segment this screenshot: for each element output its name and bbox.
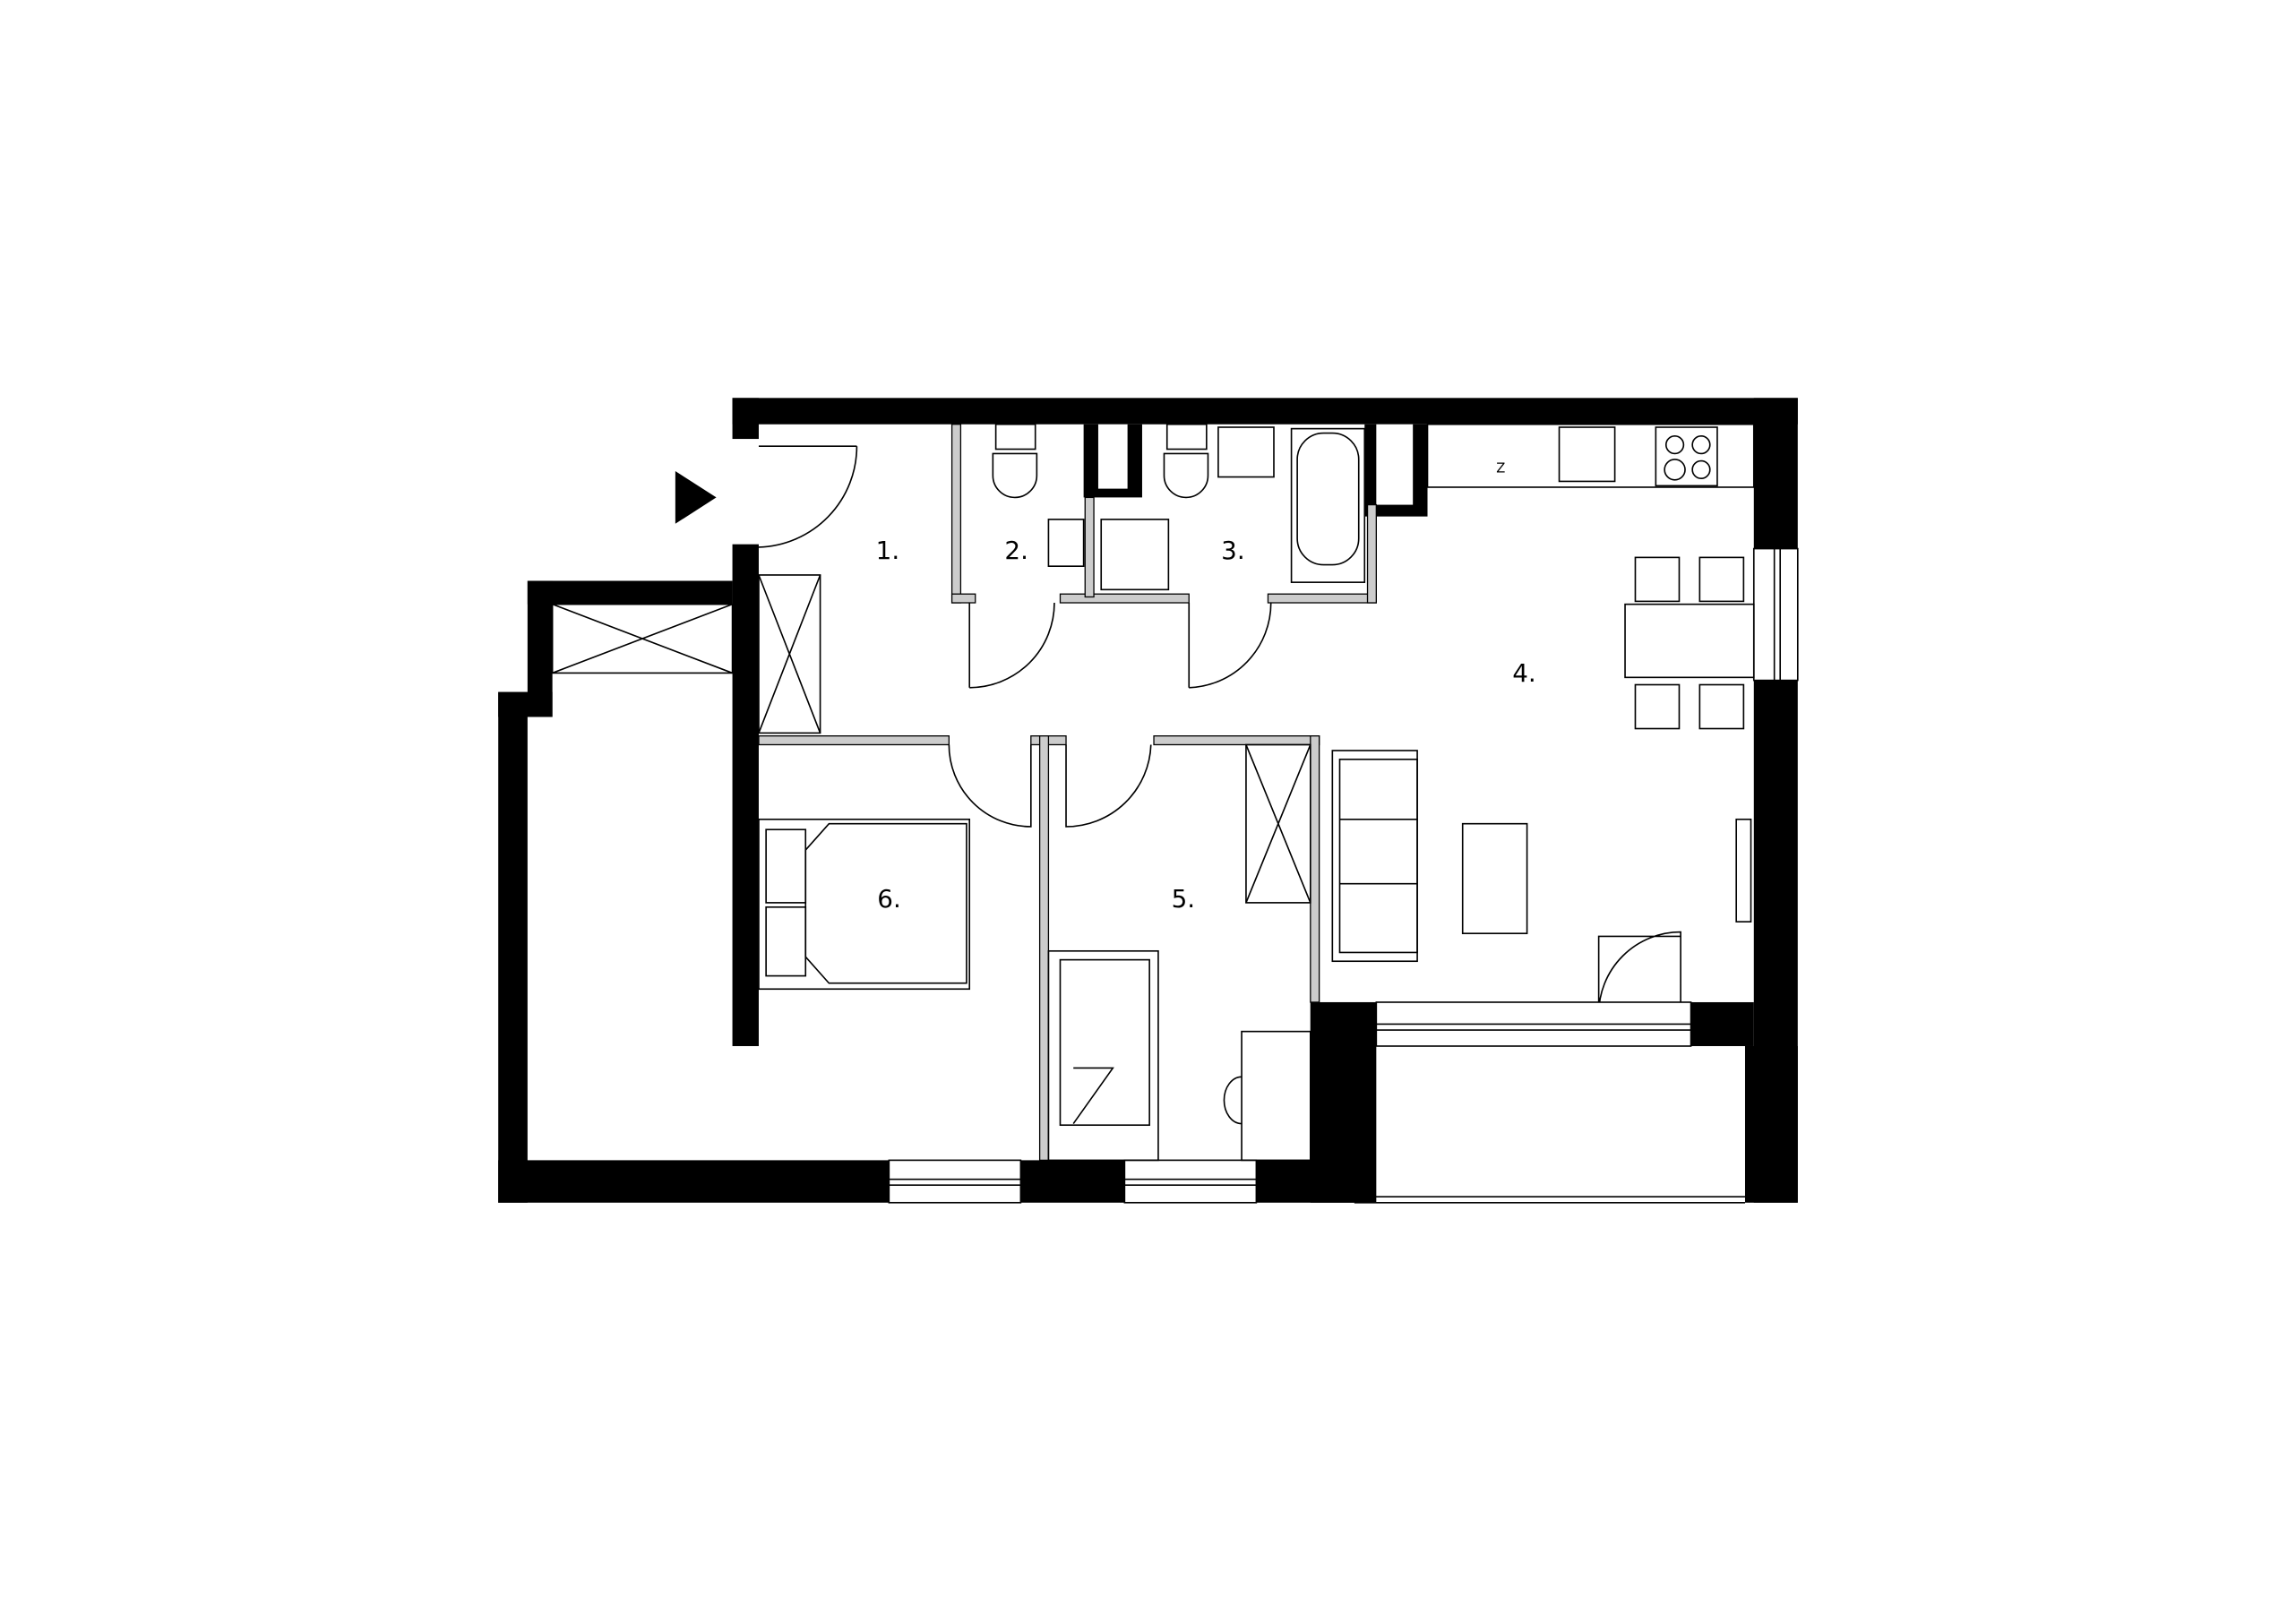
room-label-3: 3. <box>1221 536 1245 565</box>
furniture <box>551 423 1755 1162</box>
room-label-2: 2. <box>1004 536 1028 565</box>
exterior-walls <box>498 398 1798 1203</box>
windows <box>888 547 1799 1204</box>
room-label-6: 6. <box>877 884 901 914</box>
kitchen-mark: Z <box>1496 461 1505 476</box>
interior-voids <box>1097 424 1414 505</box>
room-label-5: 5. <box>1172 884 1196 914</box>
doors <box>758 445 1681 1015</box>
interior-partitions <box>758 424 1377 1162</box>
room-label-1: 1. <box>876 536 900 565</box>
entrance-arrow-icon <box>675 471 717 524</box>
room-label-4: 4. <box>1512 658 1536 688</box>
